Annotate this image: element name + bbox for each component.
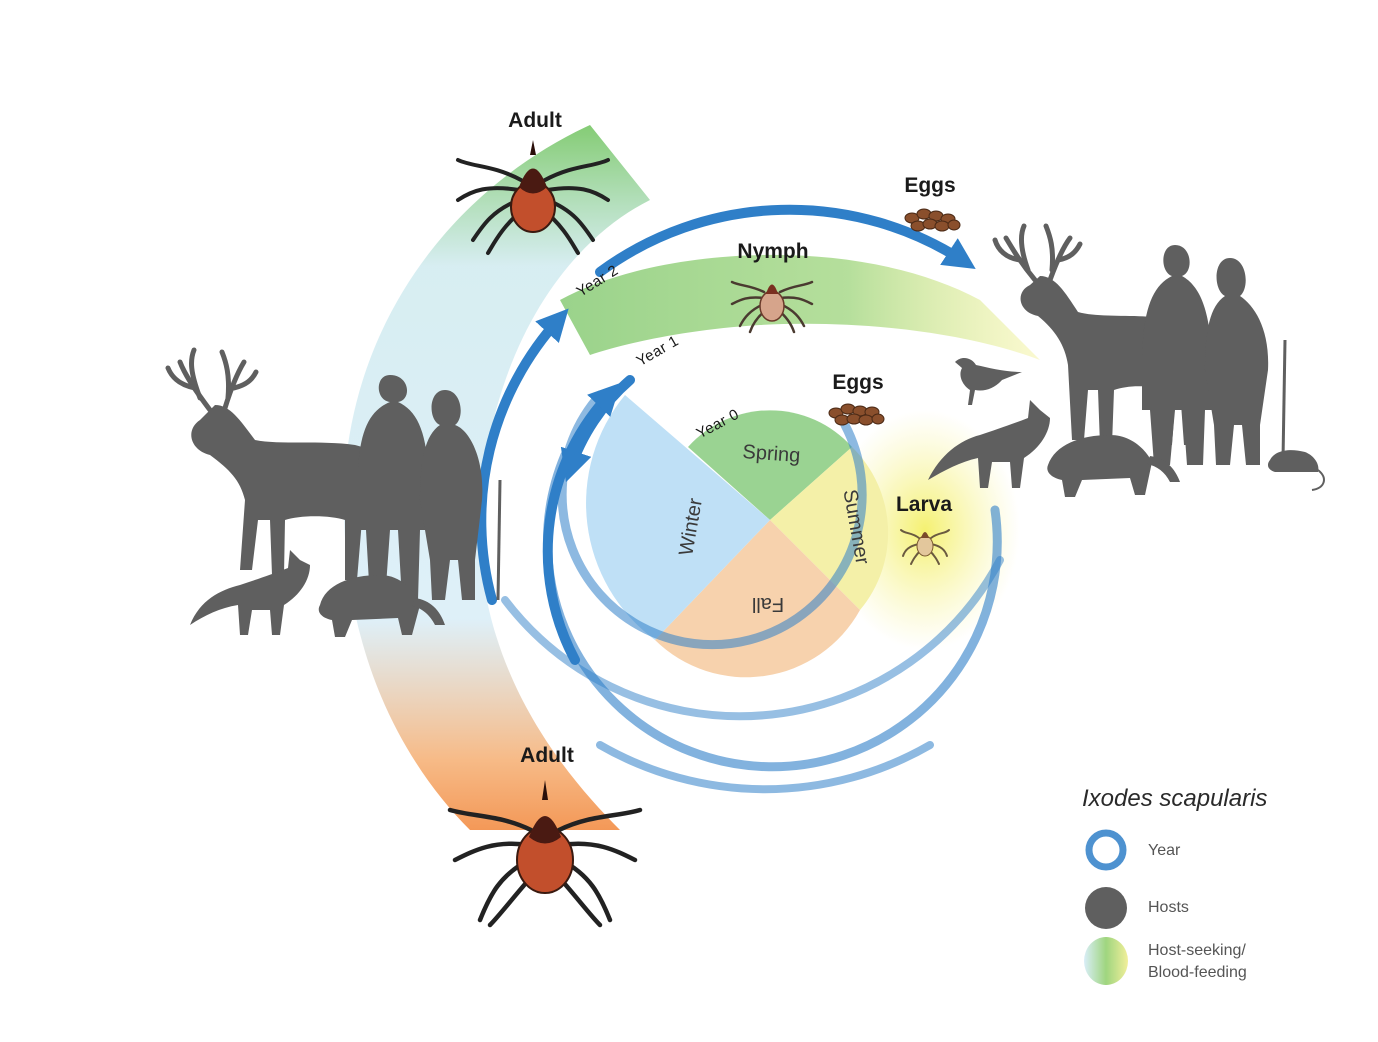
season-pie [586,395,889,678]
adult-tick-bottom-icon [447,780,643,928]
legend-hosts-label: Hosts [1148,899,1189,916]
larva-host-seeking-glow [830,410,1020,650]
adult-host-seeking-band [343,125,650,830]
raccoon-left-icon [318,575,420,637]
adult-tick-top-icon [456,140,610,255]
hosts-right [928,223,1325,497]
year1-arrow [542,382,621,665]
legend: Ixodes scapularis Year Hosts Host-seekin… [1082,785,1267,985]
legend-host-seeking-label-2: Blood-feeding [1148,964,1247,981]
year2-ring [501,556,1004,721]
hosts-left [165,347,502,637]
man-right-icon [1142,245,1212,465]
legend-year-ring-icon [1085,829,1127,871]
legend-host-seeking-label-1: Host-seeking/ [1148,942,1246,959]
season-fall [655,520,860,678]
label-eggs-top: Eggs [904,174,955,197]
season-spring [688,410,852,520]
eggs-cluster-top-icon [904,208,961,232]
label-adult-bottom: Adult [520,744,574,767]
label-eggs-inner: Eggs [832,371,883,394]
year2-arrow-left [476,308,569,605]
fox-left-icon [190,550,310,635]
fox-right-icon [928,400,1050,488]
year2-arrow-top [595,204,976,277]
season-winter [586,395,770,640]
label-spring: Spring [742,441,801,467]
year0-ring [557,390,867,650]
woman-right-icon [1205,258,1269,465]
legend-host-seeking-blob-icon [1084,937,1128,985]
nymph-tick-icon [730,280,814,334]
nymph-host-seeking-band [560,254,1040,360]
legend-title: Ixodes scapularis [1082,785,1267,812]
label-larva: Larva [896,493,952,516]
legend-year-label: Year [1148,842,1181,859]
deer-left-icon [165,347,387,580]
label-adult-top: Adult [508,109,562,132]
man-left-icon [358,375,428,600]
woman-left-icon [420,390,483,600]
year2-ring-bottom [596,741,934,794]
raccoon-right-icon [1047,435,1152,497]
bird-right-icon [955,358,1022,405]
mouse-right-icon [1267,450,1319,472]
larva-tick-icon [900,529,950,565]
legend-hosts-circle-icon [1085,887,1127,929]
eggs-cluster-inner-icon [828,403,885,426]
label-fall: Fall [752,593,784,615]
year-rings [476,204,1004,794]
label-nymph: Nymph [737,240,808,263]
